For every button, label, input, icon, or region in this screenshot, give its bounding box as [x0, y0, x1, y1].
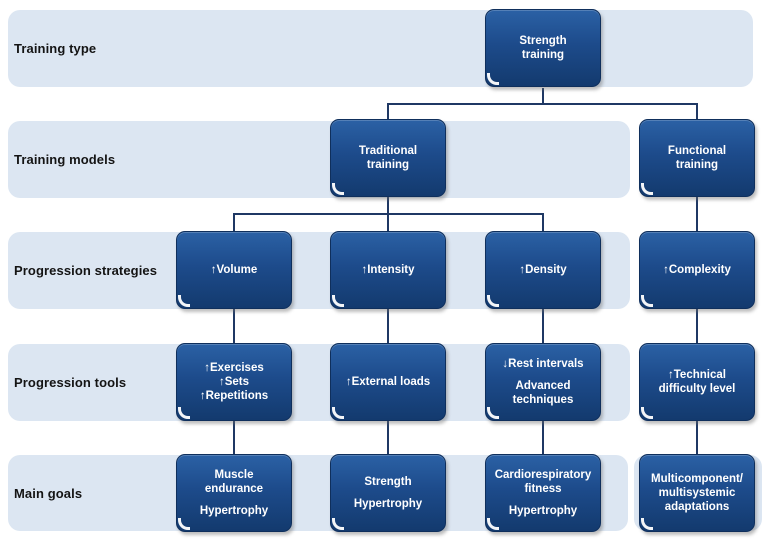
row-label-training-models: Training models — [14, 152, 116, 167]
node-text: ↑Volume — [210, 264, 258, 276]
connector-functional-to-complexity — [696, 196, 698, 233]
node-cardiorespiratory-fitness-hypertrophy: Cardiorespiratory fitness Hypertrophy — [485, 454, 601, 532]
node-traditional-training: Traditional training — [330, 119, 446, 197]
connector-traditional-stem — [387, 196, 389, 215]
node-complexity: ↑Complexity — [639, 231, 755, 309]
band-training-type — [8, 10, 753, 87]
node-text: ↑External loads — [345, 376, 431, 388]
connector-to-density — [542, 214, 544, 233]
node-strength-hypertrophy: Strength Hypertrophy — [330, 454, 446, 532]
connector-intensity-to-tools — [387, 308, 389, 345]
connector-to-volume — [233, 214, 235, 233]
node-text: Multicomponent/ multisystemic adaptation… — [651, 473, 743, 513]
node-strength-training: Strength training — [485, 9, 601, 87]
node-text: ↑Intensity — [361, 264, 415, 276]
node-text: Hypertrophy — [199, 505, 269, 517]
connector-to-traditional — [387, 104, 389, 121]
connector-tools-to-goals-c — [542, 419, 544, 456]
connector-to-intensity — [387, 214, 389, 233]
node-text: Strength — [364, 476, 412, 488]
connector-tools-to-goals-b — [387, 419, 389, 456]
node-multicomponent-multisystemic-adaptations: Multicomponent/ multisystemic adaptation… — [639, 454, 755, 532]
node-text: Strength training — [519, 35, 567, 61]
row-label-training-type: Training type — [14, 41, 97, 56]
connector-to-functional — [696, 104, 698, 121]
node-technical-difficulty-level: ↑Technical difficulty level — [639, 343, 755, 421]
node-density: ↑Density — [485, 231, 601, 309]
node-text: ↓Rest intervals — [502, 358, 584, 370]
node-text: Advanced techniques — [512, 380, 574, 406]
node-text: ↑Technical difficulty level — [658, 369, 736, 395]
connector-volume-to-tools — [233, 308, 235, 345]
band-training-models — [8, 121, 630, 198]
node-text: ↑Exercises ↑Sets ↑Repetitions — [199, 362, 269, 402]
node-text: ↑Complexity — [663, 264, 731, 276]
connector-strength-stem — [542, 88, 544, 105]
row-label-progression-tools: Progression tools — [14, 375, 127, 390]
node-text: Hypertrophy — [353, 498, 423, 510]
node-muscle-endurance-hypertrophy: Muscle endurance Hypertrophy — [176, 454, 292, 532]
node-external-loads: ↑External loads — [330, 343, 446, 421]
node-text: Functional training — [667, 145, 727, 171]
connector-complexity-to-tools — [696, 308, 698, 345]
node-text: ↑Density — [519, 264, 567, 276]
node-text: Muscle endurance — [204, 469, 264, 495]
node-text: Cardiorespiratory fitness — [494, 469, 592, 495]
connector-row1-branch — [387, 103, 698, 105]
node-text: Traditional training — [358, 145, 418, 171]
node-volume: ↑Volume — [176, 231, 292, 309]
connector-tools-to-goals-a — [233, 419, 235, 456]
connector-tools-to-goals-d — [696, 419, 698, 456]
row-label-progression-strategies: Progression strategies — [14, 263, 158, 278]
node-intensity: ↑Intensity — [330, 231, 446, 309]
connector-density-to-tools — [542, 308, 544, 345]
node-text: Hypertrophy — [508, 505, 578, 517]
node-exercises-sets-repetitions: ↑Exercises ↑Sets ↑Repetitions — [176, 343, 292, 421]
node-rest-intervals-advanced-techniques: ↓Rest intervals Advanced techniques — [485, 343, 601, 421]
node-functional-training: Functional training — [639, 119, 755, 197]
row-label-main-goals: Main goals — [14, 485, 83, 501]
